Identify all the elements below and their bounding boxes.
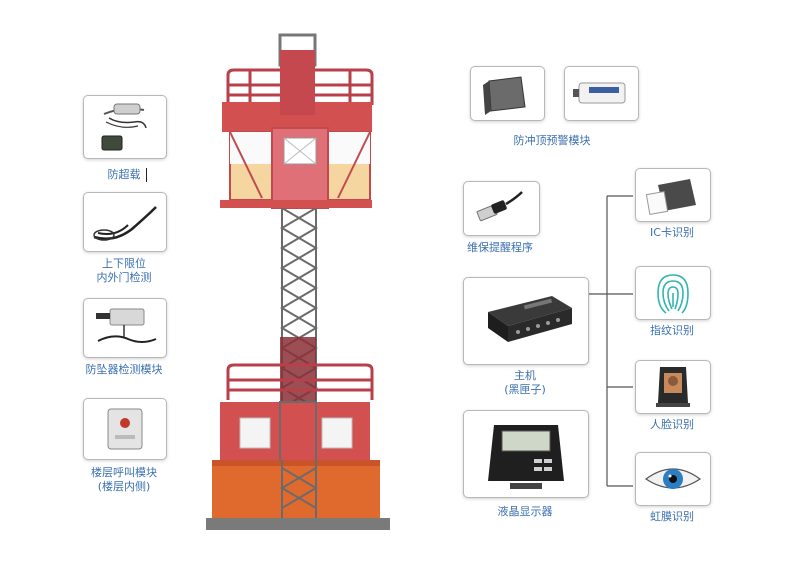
- text-cursor: [146, 168, 147, 182]
- anti-topping-module-label: 防冲顶预警模块: [513, 134, 591, 147]
- overload-module-label: 防超载: [107, 168, 141, 181]
- call-button-box-icon: [107, 408, 143, 450]
- usb-icon: [476, 191, 523, 222]
- face-recognition-label: 人脸识别: [650, 418, 694, 431]
- lcd-device-icon: [488, 425, 564, 489]
- maintenance-usb-label: 维保提醒程序: [467, 241, 533, 254]
- black-box-host-card: [463, 277, 589, 365]
- black-box-host-label-2: (黑匣子): [504, 383, 546, 396]
- limit-door-module-label: 上下限位: [102, 257, 146, 270]
- lcd-display-card: [463, 410, 589, 498]
- base-mast: [280, 460, 318, 518]
- controller-box-icon: [573, 82, 626, 104]
- lower-cage-railing: [226, 363, 374, 400]
- fingerprint-label: 指纹识别: [650, 324, 694, 337]
- anti-topping-controller-card: [564, 66, 639, 121]
- maintenance-usb-card: [463, 181, 540, 236]
- floor-call-module-card: [83, 398, 167, 460]
- fall-arrester-module-label: 防坠器检测模块: [85, 363, 163, 376]
- black-box-icon: [488, 296, 572, 342]
- lcd-display-label: 液晶显示器: [497, 505, 553, 518]
- cable-icon: [93, 206, 157, 241]
- ic-card-reader-card: [635, 168, 711, 222]
- ic-card-icon: [645, 179, 696, 215]
- upper-cage-bracing: [229, 131, 371, 199]
- arrester-sensor-icon: [96, 308, 157, 343]
- anti-topping-sensor-card: [470, 66, 545, 121]
- iris-recognition-card: [635, 452, 711, 506]
- ic-card-label: IC卡识别: [650, 226, 694, 239]
- face-terminal-icon: [656, 367, 690, 407]
- eye-icon: [644, 468, 702, 489]
- floor-call-module-label-2: (楼层内侧): [97, 480, 151, 493]
- floor-call-module-label: 楼层呼叫模块: [91, 466, 157, 479]
- iris-recognition-label: 虹膜识别: [650, 510, 694, 523]
- overload-module-card: [83, 95, 167, 159]
- lower-mast-section: [280, 337, 316, 405]
- fingerprint-card: [635, 266, 711, 320]
- upper-cage-mast-section: [280, 50, 315, 115]
- ground-platform: [206, 518, 390, 530]
- lower-cage-left-window: [239, 417, 271, 449]
- load-sensor-icon: [101, 103, 147, 151]
- construction-hoist-illustration: [200, 30, 400, 535]
- fingerprint-icon: [657, 274, 689, 314]
- limit-door-module-card: [83, 192, 167, 252]
- face-recognition-card: [635, 360, 711, 414]
- fall-arrester-module-card: [83, 298, 167, 358]
- limit-door-module-label-2: 内外门检测: [96, 271, 152, 284]
- radar-sensor-icon: [483, 76, 526, 115]
- black-box-host-label: 主机: [514, 369, 536, 382]
- base-enclosure: [212, 460, 380, 518]
- identification-bracket: [585, 188, 635, 488]
- lower-cage-right-window: [321, 417, 353, 449]
